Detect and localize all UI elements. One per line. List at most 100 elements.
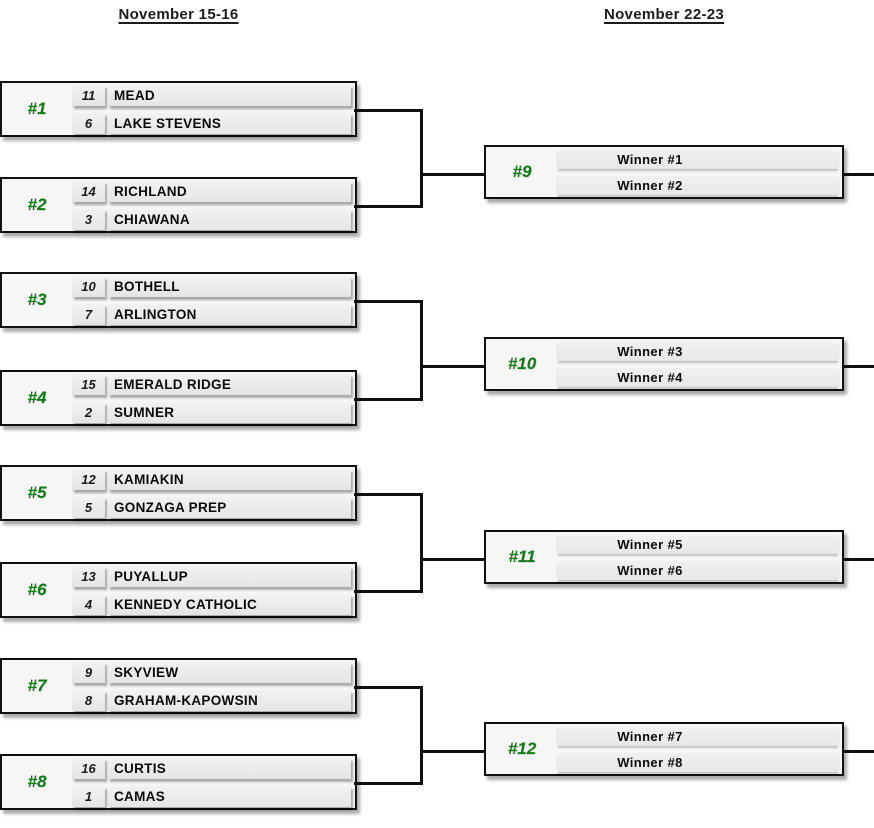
bracket-connector-line	[420, 492, 423, 593]
match-number-label: #11	[508, 547, 536, 566]
match-box-8: #8 16 CURTIS 1 CAMAS	[0, 754, 357, 810]
bracket-connector-line	[843, 172, 874, 176]
team-row: 11 MEAD	[72, 85, 351, 106]
team-seed: 12	[72, 469, 105, 490]
team-seed: 9	[72, 662, 105, 683]
match-number-label: #2	[27, 195, 47, 214]
team-seed: 7	[72, 304, 105, 325]
team-row: 1 CAMAS	[72, 786, 351, 807]
team-rows: 14 RICHLAND 3 CHIAWANA	[72, 181, 351, 237]
match-number-label: #6	[27, 580, 47, 599]
match-number-label: #9	[512, 162, 532, 181]
team-rows: 15 EMERALD RIDGE 2 SUMNER	[72, 374, 351, 430]
bracket-connector-line	[420, 685, 423, 785]
team-row: 4 KENNEDY CATHOLIC	[72, 594, 351, 615]
bracket-connector-line	[354, 685, 423, 689]
bracket-connector-line	[843, 557, 874, 561]
team-name: SKYVIEW	[108, 662, 351, 683]
match-number-label: #10	[507, 354, 537, 373]
team-name: KAMIAKIN	[108, 469, 351, 490]
bracket-connector-line	[354, 781, 423, 785]
team-row: 7 ARLINGTON	[72, 304, 351, 325]
team-rows: 9 SKYVIEW 8 GRAHAM-KAPOWSIN	[72, 662, 351, 718]
winner-slot: Winner #8	[558, 753, 838, 772]
team-seed: 14	[72, 181, 105, 202]
winner-slot: Winner #6	[558, 561, 838, 580]
team-name: SUMNER	[108, 402, 351, 423]
bracket-connector-line	[421, 557, 485, 561]
match-number-label: #5	[27, 483, 47, 502]
match-box-7: #7 9 SKYVIEW 8 GRAHAM-KAPOWSIN	[0, 658, 357, 714]
match-box-4: #4 15 EMERALD RIDGE 2 SUMNER	[0, 370, 357, 426]
team-rows: 10 BOTHELL 7 ARLINGTON	[72, 276, 351, 332]
team-row: 2 SUMNER	[72, 402, 351, 423]
team-row: 13 PUYALLUP	[72, 566, 351, 587]
bracket-connector-line	[354, 204, 423, 208]
match-number-label: #3	[27, 290, 47, 309]
team-seed: 5	[72, 497, 105, 518]
match-box-11: #11 Winner #5 Winner #6	[484, 530, 844, 584]
team-seed: 15	[72, 374, 105, 395]
bracket-connector-line	[354, 299, 423, 303]
match-number-label: #4	[27, 388, 47, 407]
team-seed: 16	[72, 758, 105, 779]
bracket-connector-line	[354, 589, 423, 593]
team-row: 6 LAKE STEVENS	[72, 113, 351, 134]
bracket-connector-line	[421, 364, 485, 368]
bracket-connector-line	[843, 364, 874, 368]
team-row: 8 GRAHAM-KAPOWSIN	[72, 690, 351, 711]
winner-rows: Winner #1 Winner #2	[558, 150, 838, 202]
bracket-connector-line	[421, 172, 485, 176]
team-seed: 10	[72, 276, 105, 297]
team-name: KENNEDY CATHOLIC	[108, 594, 351, 615]
team-name: ARLINGTON	[108, 304, 351, 325]
team-seed: 13	[72, 566, 105, 587]
team-name: GRAHAM-KAPOWSIN	[108, 690, 351, 711]
team-rows: 16 CURTIS 1 CAMAS	[72, 758, 351, 814]
team-name: GONZAGA PREP	[108, 497, 351, 518]
team-seed: 6	[72, 113, 105, 134]
winner-slot: Winner #1	[558, 150, 838, 169]
team-seed: 8	[72, 690, 105, 711]
team-name: MEAD	[108, 85, 351, 106]
match-box-5: #5 12 KAMIAKIN 5 GONZAGA PREP	[0, 465, 357, 521]
winner-rows: Winner #7 Winner #8	[558, 727, 838, 779]
bracket-connector-line	[420, 108, 423, 208]
team-seed: 2	[72, 402, 105, 423]
team-name: EMERALD RIDGE	[108, 374, 351, 395]
round1-date-header: November 15-16	[118, 6, 239, 23]
winner-rows: Winner #5 Winner #6	[558, 535, 838, 587]
team-name: CAMAS	[108, 786, 351, 807]
team-row: 10 BOTHELL	[72, 276, 351, 297]
bracket-connector-line	[354, 108, 423, 112]
match-number-label: #7	[27, 676, 47, 695]
team-row: 15 EMERALD RIDGE	[72, 374, 351, 395]
team-row: 9 SKYVIEW	[72, 662, 351, 683]
winner-slot: Winner #5	[558, 535, 838, 554]
bracket-connector-line	[843, 749, 874, 753]
team-row: 12 KAMIAKIN	[72, 469, 351, 490]
match-box-2: #2 14 RICHLAND 3 CHIAWANA	[0, 177, 357, 233]
team-seed: 3	[72, 209, 105, 230]
team-row: 16 CURTIS	[72, 758, 351, 779]
winner-slot: Winner #7	[558, 727, 838, 746]
team-row: 14 RICHLAND	[72, 181, 351, 202]
team-name: RICHLAND	[108, 181, 351, 202]
winner-slot: Winner #4	[558, 368, 838, 387]
team-row: 5 GONZAGA PREP	[72, 497, 351, 518]
team-seed: 11	[72, 85, 105, 106]
team-row: 3 CHIAWANA	[72, 209, 351, 230]
bracket-connector-line	[354, 397, 423, 401]
match-box-6: #6 13 PUYALLUP 4 KENNEDY CATHOLIC	[0, 562, 357, 618]
bracket-connector-line	[420, 299, 423, 401]
match-number-label: #8	[27, 772, 47, 791]
bracket-connector-line	[421, 749, 485, 753]
winner-slot: Winner #3	[558, 342, 838, 361]
team-rows: 13 PUYALLUP 4 KENNEDY CATHOLIC	[72, 566, 351, 622]
team-name: PUYALLUP	[108, 566, 351, 587]
team-seed: 4	[72, 594, 105, 615]
team-name: CURTIS	[108, 758, 351, 779]
team-rows: 12 KAMIAKIN 5 GONZAGA PREP	[72, 469, 351, 525]
team-seed: 1	[72, 786, 105, 807]
